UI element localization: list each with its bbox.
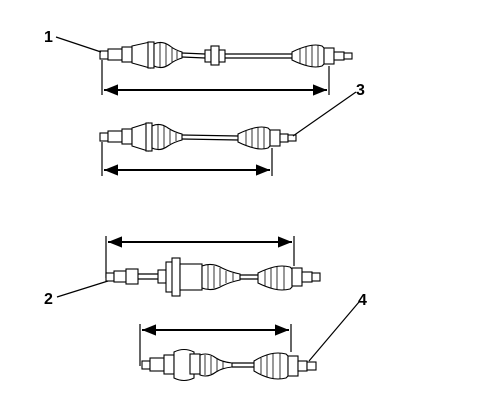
callout-4-label: 4 xyxy=(358,292,367,309)
callout-1: 1 xyxy=(44,29,102,53)
shaft-2 xyxy=(105,236,321,297)
shaft-1 xyxy=(99,41,353,96)
callout-1-label: 1 xyxy=(44,29,53,46)
callout-3-label: 3 xyxy=(356,82,365,99)
callout-4: 4 xyxy=(308,292,367,362)
shaft-3 xyxy=(99,122,297,176)
callout-2: 2 xyxy=(44,280,109,308)
shaft-4 xyxy=(139,324,317,382)
callout-2-label: 2 xyxy=(44,291,53,308)
callout-3: 3 xyxy=(292,82,365,137)
